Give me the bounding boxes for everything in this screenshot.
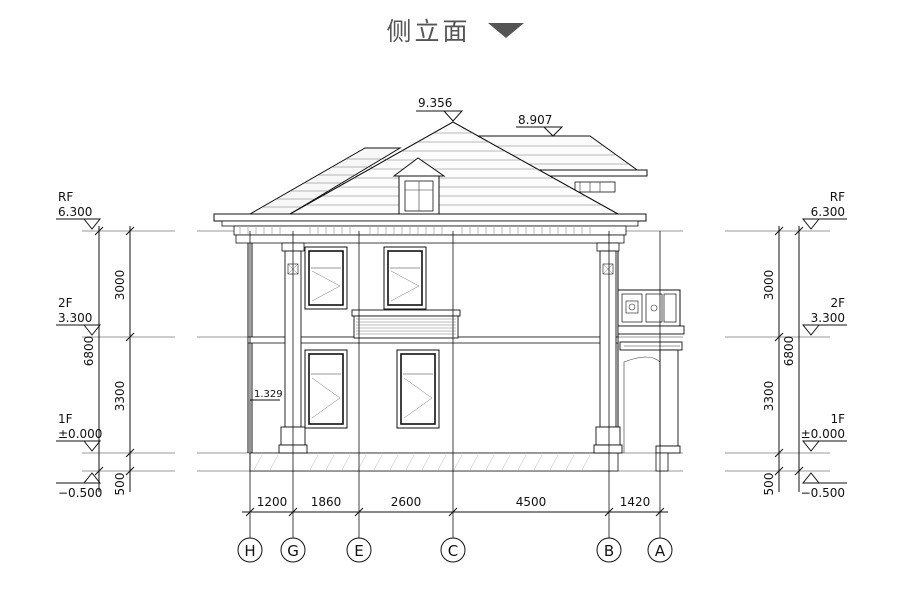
axis-bubbles: H G E C B A [237, 537, 673, 563]
level-marker-2f-right: 2F 3.300 [801, 296, 847, 336]
dim-h-3: 2600 [391, 495, 422, 509]
right-level-markers: RF 6.300 2F 3.300 1F ±0.000 −0.500 [801, 190, 847, 500]
axis-bubble-e: E [346, 537, 372, 563]
axis-bubble-a: A [647, 537, 673, 563]
svg-text:9.356: 9.356 [418, 96, 452, 110]
level-marker-base-left: −0.500 [56, 472, 102, 500]
dim-h-5: 1420 [620, 495, 651, 509]
svg-text:A: A [655, 542, 666, 560]
roof-dormer [392, 157, 446, 215]
svg-text:−0.500: −0.500 [58, 486, 102, 500]
dim-right-upper: 3000 [762, 270, 776, 301]
roof [213, 121, 648, 244]
svg-text:±0.000: ±0.000 [58, 427, 102, 441]
svg-text:6.300: 6.300 [811, 205, 845, 219]
triangle-down-icon [487, 22, 524, 38]
dim-left-upper: 3000 [113, 270, 127, 301]
svg-text:RF: RF [58, 190, 73, 204]
level-lines [82, 230, 830, 472]
svg-text:1F: 1F [58, 412, 73, 426]
svg-text:G: G [287, 542, 299, 560]
svg-text:3.300: 3.300 [811, 311, 845, 325]
roof-eave [213, 213, 647, 222]
ridge-level-secondary: 8.907 [516, 113, 564, 137]
dim-left-total: 6800 [82, 336, 96, 367]
level-marker-1f-right: 1F ±0.000 [801, 412, 847, 452]
svg-text:6.300: 6.300 [58, 205, 92, 219]
dim-left-base: 500 [113, 473, 127, 496]
svg-text:−0.500: −0.500 [801, 486, 845, 500]
level-marker-2f-left: 2F 3.300 [56, 296, 102, 336]
horizontal-dimensions: 1200 1860 2600 4500 1420 [242, 495, 668, 517]
svg-text:E: E [354, 542, 363, 560]
ridge-level-main: 9.356 [416, 96, 464, 122]
dim-right-lower: 3300 [762, 381, 776, 412]
rear-eave [534, 169, 648, 177]
step-level-note: 1.329 [249, 389, 283, 453]
svg-text:C: C [448, 542, 458, 560]
level-marker-rf-left: RF 6.300 [56, 190, 102, 230]
svg-text:1F: 1F [830, 412, 845, 426]
svg-text:3.300: 3.300 [58, 311, 92, 325]
window-lower-right [396, 349, 440, 429]
right-vertical-dimensions: 3000 3300 6800 500 [762, 226, 804, 496]
level-marker-rf-right: RF 6.300 [801, 190, 847, 230]
dim-h-4: 4500 [516, 495, 547, 509]
column-right [593, 242, 623, 454]
plinth [249, 452, 619, 472]
window-upper-right [383, 246, 427, 310]
svg-text:H: H [244, 542, 255, 560]
axis-bubble-b: B [596, 537, 622, 563]
dim-right-total: 6800 [782, 336, 796, 367]
level-marker-1f-left: 1F ±0.000 [56, 412, 102, 452]
axis-lines [249, 231, 661, 538]
axis-bubble-c: C [440, 537, 466, 563]
svg-text:8.907: 8.907 [518, 113, 552, 127]
dim-h-2: 1860 [311, 495, 342, 509]
page-header: 侧立面 [0, 12, 910, 48]
svg-text:2F: 2F [830, 296, 845, 310]
svg-text:2F: 2F [58, 296, 73, 310]
dim-h-1: 1200 [257, 495, 288, 509]
axis-bubble-h: H [237, 537, 263, 563]
building-facade: 1.329 [247, 242, 685, 472]
svg-text:B: B [604, 542, 614, 560]
window-lower-left [304, 349, 348, 429]
svg-text:±0.000: ±0.000 [801, 427, 845, 441]
svg-text:1.329: 1.329 [254, 389, 283, 400]
axis-bubble-g: G [280, 537, 306, 563]
balcony-planter [351, 309, 461, 339]
svg-text:RF: RF [830, 190, 845, 204]
left-level-markers: RF 6.300 2F 3.300 1F ±0.000 −0.500 [56, 190, 102, 500]
side-terrace [617, 289, 685, 472]
dim-right-base: 500 [762, 473, 776, 496]
page-title: 侧立面 [386, 17, 471, 46]
level-marker-base-right: −0.500 [801, 472, 847, 500]
window-upper-left [304, 246, 348, 310]
left-vertical-dimensions: 3000 3300 6800 500 [82, 226, 135, 496]
dim-left-lower: 3300 [113, 381, 127, 412]
